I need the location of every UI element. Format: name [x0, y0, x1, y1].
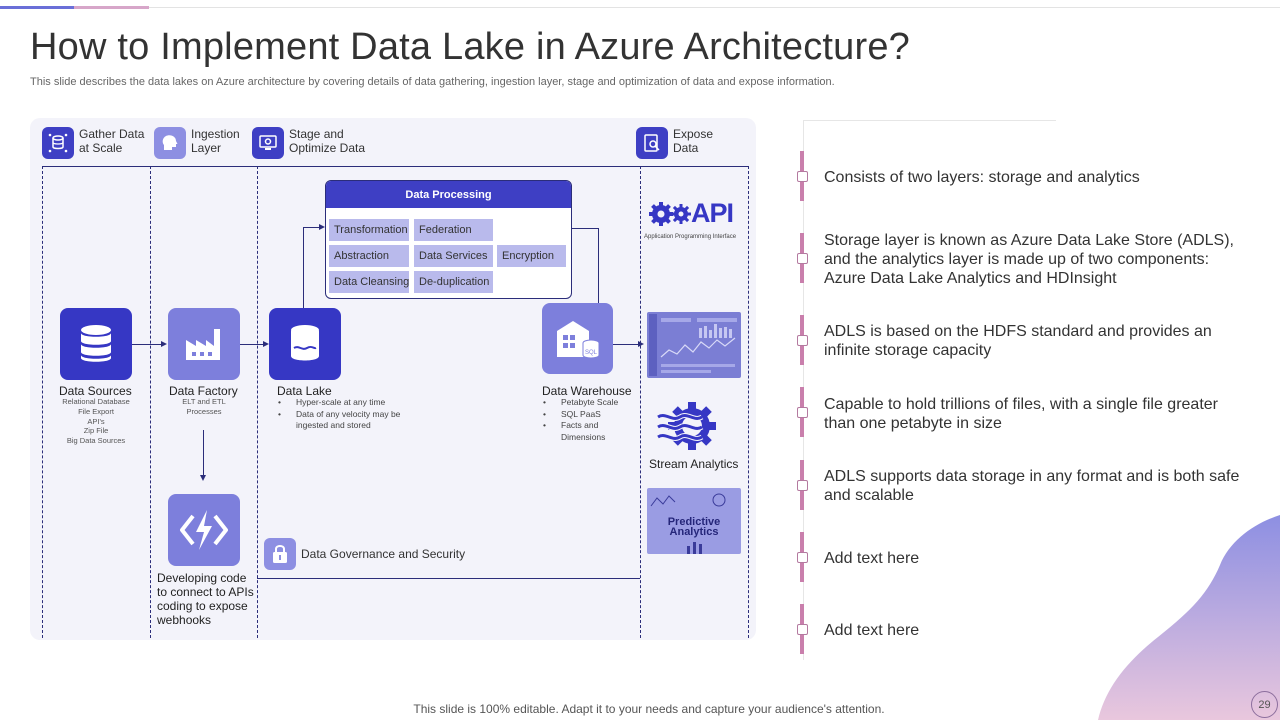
data-sources-node	[60, 308, 132, 380]
data-warehouse-title: Data Warehouse	[542, 384, 632, 398]
stage-optimize-label: Stage and Optimize Data	[289, 127, 366, 155]
stream-analytics-label: Stream Analytics	[649, 457, 739, 471]
arrow-head	[319, 224, 325, 230]
settings-monitor-icon	[252, 127, 284, 159]
lock-icon	[264, 538, 296, 570]
chip-transformation: Transformation	[329, 219, 409, 241]
connector	[613, 344, 638, 345]
separator	[257, 166, 258, 638]
connector	[598, 228, 599, 303]
details-panel	[803, 119, 1280, 660]
footer-note: This slide is 100% editable. Adapt it to…	[413, 702, 885, 716]
predictive-analytics-text: Predictive Analytics	[667, 516, 721, 538]
stage-expose-label: Expose Data	[673, 127, 714, 155]
data-lake-title: Data Lake	[277, 384, 332, 398]
lightning-code-icon	[180, 510, 228, 550]
arrow-head	[200, 475, 206, 481]
gears-icon	[649, 202, 691, 226]
decorative-wave-shape	[1098, 515, 1280, 720]
bullet-box	[797, 624, 808, 635]
data-processing-title: Data Processing	[326, 181, 571, 208]
chip-data-cleansing: Data Cleansing	[329, 271, 409, 293]
warehouse-sql-icon: SQL	[556, 320, 599, 358]
data-warehouse-node: SQL	[542, 303, 613, 374]
page-number: 29	[1251, 691, 1278, 718]
header-rule	[42, 166, 748, 167]
list-item: Petabyte Scale	[542, 397, 637, 409]
storage-cylinder-icon	[291, 325, 319, 361]
detail-point: Storage layer is known as Azure Data Lak…	[824, 232, 1234, 287]
detail-point: Add text here	[824, 550, 920, 567]
list-item: Facts and Dimensions	[542, 420, 637, 443]
factory-icon	[186, 329, 220, 360]
bullet-box	[797, 171, 808, 182]
developing-code-label: Developing code to connect to APIs codin…	[157, 571, 254, 627]
chip-federation: Federation	[414, 219, 493, 241]
detail-point: ADLS supports data storage in any format…	[824, 468, 1240, 504]
bullet-box	[797, 552, 808, 563]
connector	[257, 578, 640, 579]
head-icon	[154, 127, 186, 159]
data-factory-details: ELT and ETL Processes	[182, 397, 226, 416]
stage-gather: Gather Data at Scale	[42, 127, 144, 159]
arrow-head	[161, 341, 167, 347]
page-title: How to Implement Data Lake in Azure Arch…	[30, 26, 911, 68]
data-warehouse-details: Petabyte Scale SQL PaaS Facts and Dimens…	[542, 397, 637, 443]
arrow-head	[638, 341, 644, 347]
connector	[572, 228, 598, 229]
bullet-box	[797, 407, 808, 418]
predictive-analytics-thumbnail: Predictive Analytics	[647, 488, 741, 554]
top-rule	[0, 6, 1280, 9]
stage-expose: Expose Data	[636, 127, 713, 159]
chip-abstraction: Abstraction	[329, 245, 409, 267]
database-icon	[81, 325, 111, 362]
stage-ingestion-label: Ingestion Layer	[191, 127, 240, 155]
detail-point: Add text here	[824, 622, 920, 639]
bullet-box	[797, 480, 808, 491]
dashboard-thumbnail	[647, 312, 741, 378]
data-sources-details: Relational Database File Export API's Zi…	[62, 397, 130, 446]
detail-point: Consists of two layers: storage and anal…	[824, 169, 1140, 186]
page-subtitle: This slide describes the data lakes on A…	[30, 76, 835, 88]
azure-functions-node	[168, 494, 240, 566]
arrow-head	[263, 341, 269, 347]
api-caption: Application Programming Interface	[644, 234, 737, 240]
stream-analytics-graphic	[656, 400, 722, 455]
data-gather-icon	[42, 127, 74, 159]
chip-de-duplication: De-duplication	[414, 271, 493, 293]
data-lake-node	[269, 308, 341, 380]
api-graphic: API Application Programming Interface	[643, 190, 748, 245]
connector	[303, 227, 304, 308]
report-icon	[636, 127, 668, 159]
chip-data-services: Data Services	[414, 245, 493, 267]
separator	[150, 166, 151, 638]
connector	[131, 344, 161, 345]
separator	[42, 166, 43, 638]
list-item: Hyper-scale at any time	[277, 397, 412, 409]
stage-ingestion: Ingestion Layer	[154, 127, 240, 159]
data-processing-box: Data Processing Transformation Federatio…	[325, 180, 572, 299]
separator	[640, 166, 641, 638]
data-factory-node	[168, 308, 240, 380]
data-lake-details: Hyper-scale at any time Data of any velo…	[277, 397, 412, 432]
svg-text:SQL: SQL	[584, 350, 597, 356]
detail-point: ADLS is based on the HDFS standard and p…	[824, 323, 1212, 359]
separator	[748, 166, 749, 638]
connector	[203, 430, 204, 475]
detail-point: Capable to hold trillions of files, with…	[824, 396, 1218, 432]
stage-optimize: Stage and Optimize Data	[252, 127, 365, 159]
stage-gather-label: Gather Data at Scale	[79, 127, 145, 155]
list-item: SQL PaaS	[542, 409, 637, 421]
data-sources-title: Data Sources	[59, 384, 132, 398]
list-item: Data of any velocity may be ingested and…	[277, 409, 412, 432]
bullet-box	[797, 253, 808, 264]
bullet-box	[797, 335, 808, 346]
chip-encryption: Encryption	[497, 245, 566, 267]
connector	[303, 227, 319, 228]
data-factory-title: Data Factory	[169, 384, 238, 398]
governance-label: Data Governance and Security	[301, 547, 466, 561]
stream-gear-icon	[656, 402, 716, 450]
connector	[239, 344, 263, 345]
api-text: API	[691, 198, 734, 228]
